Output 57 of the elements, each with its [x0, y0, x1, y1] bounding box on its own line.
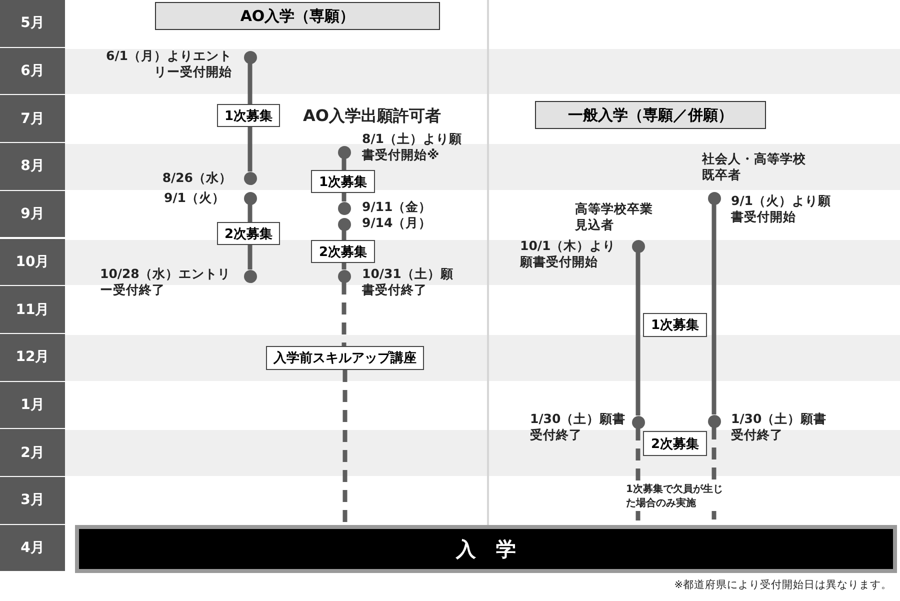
period-box: 1次募集	[217, 104, 280, 127]
month-cell: 3月	[0, 477, 65, 525]
timeline-line	[712, 204, 716, 414]
month-cell: 12月	[0, 334, 65, 382]
dashed-line	[342, 370, 348, 525]
milestone-dot	[632, 416, 644, 428]
dashed-line	[342, 282, 346, 346]
milestone-dot	[338, 202, 350, 214]
month-cell: 6月	[0, 48, 65, 96]
note-text: 1次募集で欠員が生じた場合のみ実施	[626, 483, 724, 511]
milestone-dot	[338, 218, 350, 230]
period-box: 1次募集	[643, 313, 707, 337]
timeline-line	[342, 230, 346, 240]
group-heading: AO入学出願許可者	[303, 106, 442, 124]
month-cell: 10月	[0, 238, 65, 286]
date-label: 10/31（土）願書受付終了	[362, 266, 454, 298]
timeline-line	[636, 252, 640, 416]
timeline-line	[248, 245, 252, 270]
period-box: 1次募集	[311, 170, 375, 193]
date-label: 6/1（月）よりエントリー受付開始	[105, 48, 232, 80]
date-label: 9/11（金）	[362, 199, 433, 215]
section-header: 一般入学（専願／併願）	[535, 101, 766, 129]
period-box: 2次募集	[311, 240, 375, 263]
group-heading: 高等学校卒業見込者	[575, 201, 654, 233]
group-heading: 社会人・高等学校既卒者	[702, 151, 807, 183]
section-header: AO入学（専願）	[155, 2, 440, 30]
date-label: 9/1（火）より願書受付開始	[731, 193, 831, 225]
timeline-line	[248, 127, 252, 172]
date-label: 9/1（火）	[163, 190, 225, 206]
date-label: 10/1（木）より願書受付開始	[520, 238, 617, 270]
date-label: 8/1（土）より願書受付開始※	[362, 131, 463, 163]
timeline-line	[342, 158, 346, 170]
month-cell: 7月	[0, 95, 65, 144]
milestone-dot	[708, 192, 720, 204]
timeline-line	[248, 64, 252, 104]
month-cell: 9月	[0, 190, 65, 238]
month-cell: 8月	[0, 143, 65, 191]
timeline-line	[342, 263, 346, 270]
timeline-line	[342, 193, 346, 202]
date-label: 1/30（土）願書受付終了	[731, 411, 828, 443]
date-label: 9/14（月）	[362, 215, 433, 231]
period-box: 2次募集	[643, 431, 707, 456]
period-box: 入学前スキルアップ講座	[266, 346, 424, 370]
period-box: 2次募集	[217, 222, 280, 245]
date-label: 8/26（水）	[161, 170, 232, 186]
milestone-dot	[708, 414, 720, 428]
month-cell: 2月	[0, 429, 65, 477]
month-cell: 1月	[0, 382, 65, 430]
enrollment-bar: 入 学	[75, 525, 897, 573]
month-cell: 4月	[0, 524, 65, 572]
date-label: 1/30（土）願書受付終了	[530, 411, 627, 443]
date-label: 10/28（水）エントリー受付終了	[100, 266, 232, 298]
timeline-line	[248, 204, 252, 222]
month-cell: 11月	[0, 286, 65, 334]
footnote: ※都道府県により受付開始日は異なります。	[673, 578, 892, 592]
milestone-dot	[244, 192, 256, 204]
month-cell: 5月	[0, 0, 65, 48]
